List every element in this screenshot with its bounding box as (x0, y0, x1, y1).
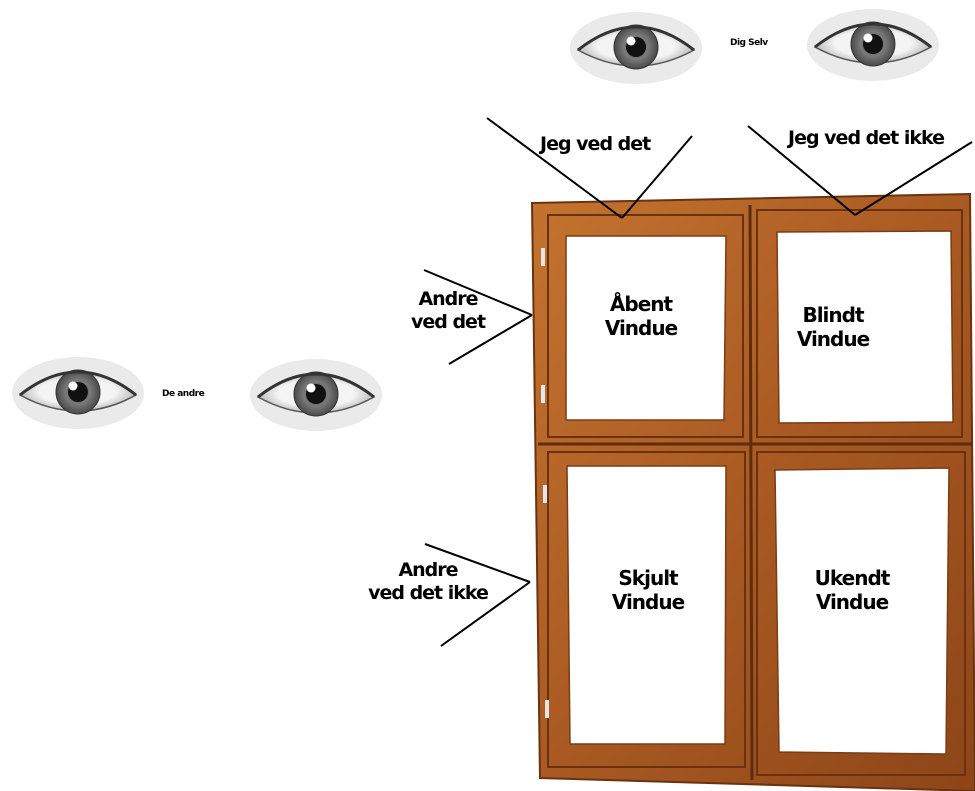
col-label-known-to-self: Jeg ved det (540, 133, 651, 155)
others-left-eye-icon (10, 355, 146, 431)
pane-hidden-label: Skjult Vindue (611, 566, 685, 614)
window-frame (530, 192, 975, 791)
pane-blind (776, 230, 954, 424)
pane-open (565, 235, 727, 421)
self-eyes-label: Dig Selv (730, 38, 768, 48)
pane-unknown (774, 467, 950, 755)
self-left-eye-icon (568, 10, 704, 86)
pane-blind-label: Blindt Vindue (796, 303, 870, 351)
self-right-eye-icon (805, 7, 941, 83)
pane-unknown-label: Ukendt Vindue (814, 566, 891, 614)
row-label-known-to-others: Andre ved det (410, 288, 486, 333)
pane-hidden (566, 465, 727, 745)
col-label-unknown-to-self: Jeg ved det ikke (788, 127, 945, 149)
others-eyes-label: De andre (162, 389, 205, 399)
pane-open-label: Åbent Vindue (604, 292, 678, 340)
row-label-unknown-to-others: Andre ved det ikke (368, 559, 489, 604)
pointer-lines (423, 117, 973, 647)
others-right-eye-icon (248, 357, 384, 433)
